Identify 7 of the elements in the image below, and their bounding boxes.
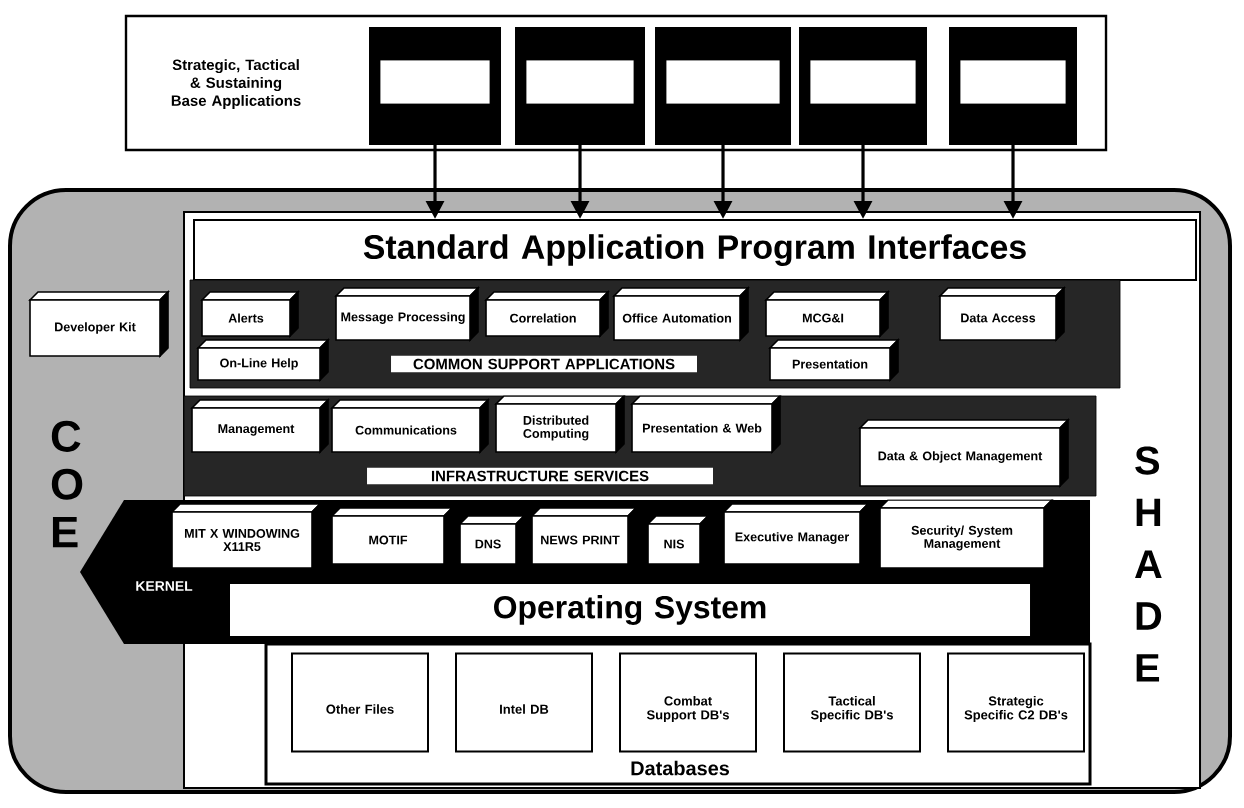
application-window xyxy=(799,27,927,145)
application-window xyxy=(655,27,791,145)
application-window xyxy=(515,27,645,145)
operating-system-bar: Operating System xyxy=(230,584,1030,636)
application-window xyxy=(369,27,501,145)
application-window xyxy=(949,27,1077,145)
interface-bar: Standard Application Program Interfaces xyxy=(193,219,1197,281)
